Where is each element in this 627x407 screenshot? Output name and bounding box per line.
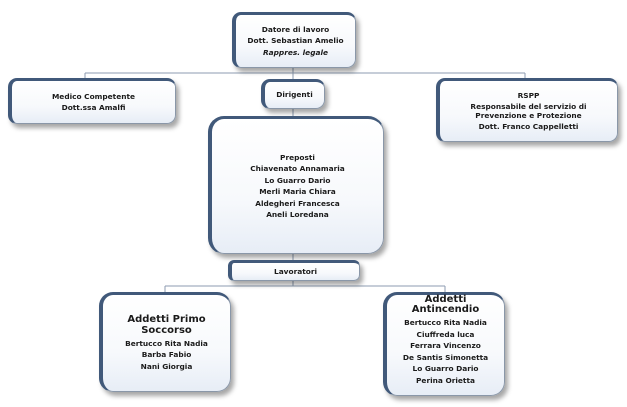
rspp-subtitle: Responsabile del servizio di Prevenzione… bbox=[470, 101, 587, 121]
preposti-member: Lo Guarro Dario bbox=[264, 175, 331, 185]
lavoratori-box: Lavoratori bbox=[228, 260, 360, 281]
preposti-member: Chiavenato Annamaria bbox=[250, 164, 345, 173]
antincendio-title: Antincendio bbox=[411, 304, 480, 315]
rspp-name: Dott. Franco Cappelletti bbox=[478, 121, 579, 131]
datore-name: Dott. Sebastian Amelio bbox=[247, 36, 344, 46]
primo-soccorso-box: Addetti Primo Soccorso Bertucco Rita Nad… bbox=[99, 292, 231, 392]
datore-box: Datore di lavoro Dott. Sebastian Amelio … bbox=[232, 12, 356, 68]
antincendio-member: Lo Guarro Dario bbox=[412, 364, 479, 373]
primo-soccorso-member: Nani Giorgia bbox=[140, 361, 193, 371]
antincendio-title: Addetti bbox=[424, 294, 467, 305]
medico-box: Medico Competente Dott.ssa Amalfi bbox=[8, 78, 176, 124]
antincendio-member: Ciuffreda luca bbox=[416, 329, 475, 339]
dirigenti-title: Dirigenti bbox=[276, 90, 313, 100]
lavoratori-title: Lavoratori bbox=[273, 266, 317, 276]
preposti-title: Preposti bbox=[280, 152, 315, 162]
datore-title: Datore di lavoro bbox=[261, 24, 330, 34]
rspp-title: RSPP bbox=[517, 91, 540, 100]
preposti-box: Preposti Chiavenato Annamaria Lo Guarro … bbox=[208, 116, 384, 254]
primo-soccorso-title: Addetti Primo bbox=[127, 313, 206, 325]
primo-soccorso-title: Soccorso bbox=[141, 324, 192, 336]
medico-name: Dott.ssa Amalfi bbox=[61, 103, 126, 112]
medico-title: Medico Competente bbox=[51, 91, 136, 101]
primo-soccorso-member: Bertucco Rita Nadia bbox=[125, 338, 208, 348]
antincendio-box: Addetti Antincendio Bertucco Rita Nadia … bbox=[383, 292, 505, 396]
dirigenti-box: Dirigenti bbox=[261, 79, 325, 109]
antincendio-member: Perina Orietta bbox=[416, 375, 475, 385]
preposti-member: Merli Maria Chiara bbox=[259, 187, 336, 196]
preposti-member: Aldegheri Francesca bbox=[255, 198, 340, 208]
rspp-box: RSPP Responsabile del servizio di Preven… bbox=[436, 78, 618, 142]
preposti-member: Aneli Loredana bbox=[266, 210, 329, 219]
antincendio-member: Bertucco Rita Nadia bbox=[404, 318, 487, 327]
primo-soccorso-member: Barba Fabio bbox=[141, 350, 192, 360]
antincendio-member: Ferrara Vincenzo bbox=[410, 341, 481, 350]
antincendio-member: De Santis Simonetta bbox=[402, 352, 489, 362]
datore-role: Rappres. legale bbox=[262, 47, 329, 57]
